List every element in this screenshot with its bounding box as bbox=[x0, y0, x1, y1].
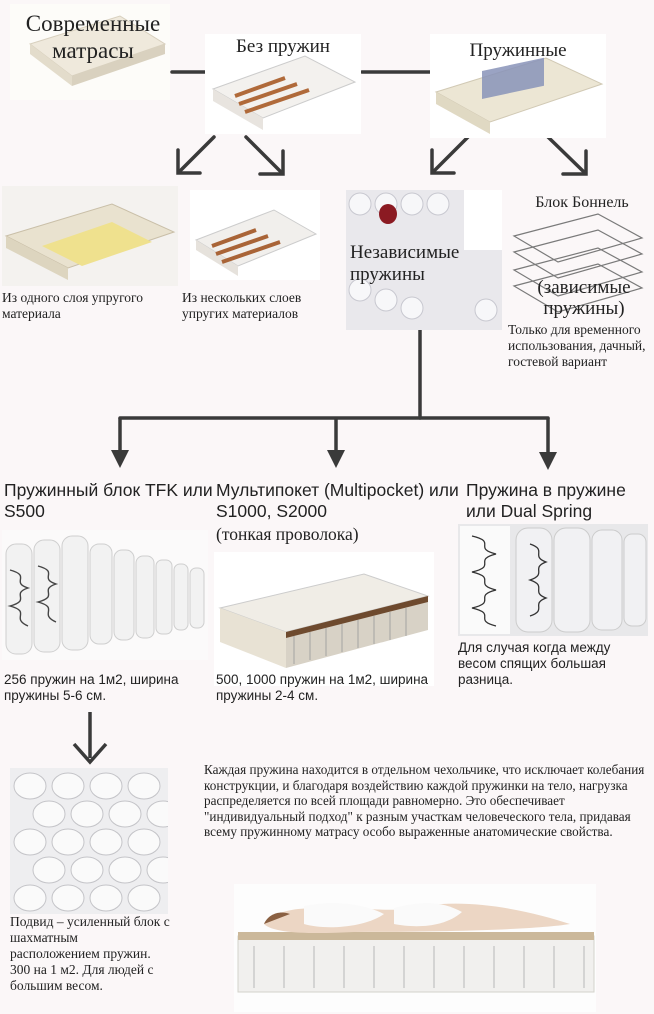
no-springs-mattress-image bbox=[205, 34, 361, 134]
bonnel-block-image bbox=[508, 190, 646, 320]
tfk-note: 256 пружин на 1м2, ширина пружины 5-6 см… bbox=[4, 672, 179, 703]
spring-mattress-image bbox=[430, 34, 606, 138]
multipocket-subtitle: (тонкая проволока) bbox=[216, 524, 359, 544]
dual-spring-note: Для случая когда между весом спящих боль… bbox=[458, 640, 611, 687]
single-layer-caption: Из одного слоя упругого материала bbox=[2, 290, 143, 321]
multi-layer-image bbox=[190, 190, 320, 280]
modern-mattress-image bbox=[10, 4, 170, 100]
podvid-note: Подвид – усиленный блок с шахматным расп… bbox=[10, 914, 170, 993]
multi-layer-caption: Из нескольких слоев упругих материалов bbox=[182, 290, 302, 321]
independent-springs-description: Каждая пружина находится в отдельном чех… bbox=[204, 762, 645, 840]
modern-mattresses-title: Современные матрасы bbox=[25, 11, 161, 64]
dual-spring-title: Пружина в пружине или Dual Spring bbox=[466, 480, 626, 521]
multipocket-note: 500, 1000 пружин на 1м2, ширина пружины … bbox=[216, 672, 429, 703]
single-layer-image bbox=[2, 186, 178, 286]
independent-springs-image bbox=[346, 190, 502, 330]
dual-spring-image bbox=[458, 524, 648, 636]
bonnel-note: Только для временного использования, дач… bbox=[508, 322, 646, 369]
independent-springs-label: Независимые пружины bbox=[350, 242, 460, 286]
bonnel-dependent-label: (зависимые пружины) bbox=[537, 277, 631, 319]
multipocket-title: Мультипокет (Multipocket) или S1000, S20… bbox=[216, 480, 459, 521]
tfk-title: Пружинный блок TFK или S500 bbox=[4, 480, 213, 521]
spring-mattresses-title: Пружинные bbox=[469, 40, 567, 61]
bonnel-title: Блок Боннель bbox=[535, 194, 629, 211]
podvid-image bbox=[10, 768, 168, 914]
no-springs-title: Без пружин bbox=[236, 36, 330, 57]
tfk-springs-image bbox=[2, 530, 208, 660]
multipocket-image bbox=[214, 552, 434, 686]
woman-on-mattress-image bbox=[234, 884, 596, 1012]
